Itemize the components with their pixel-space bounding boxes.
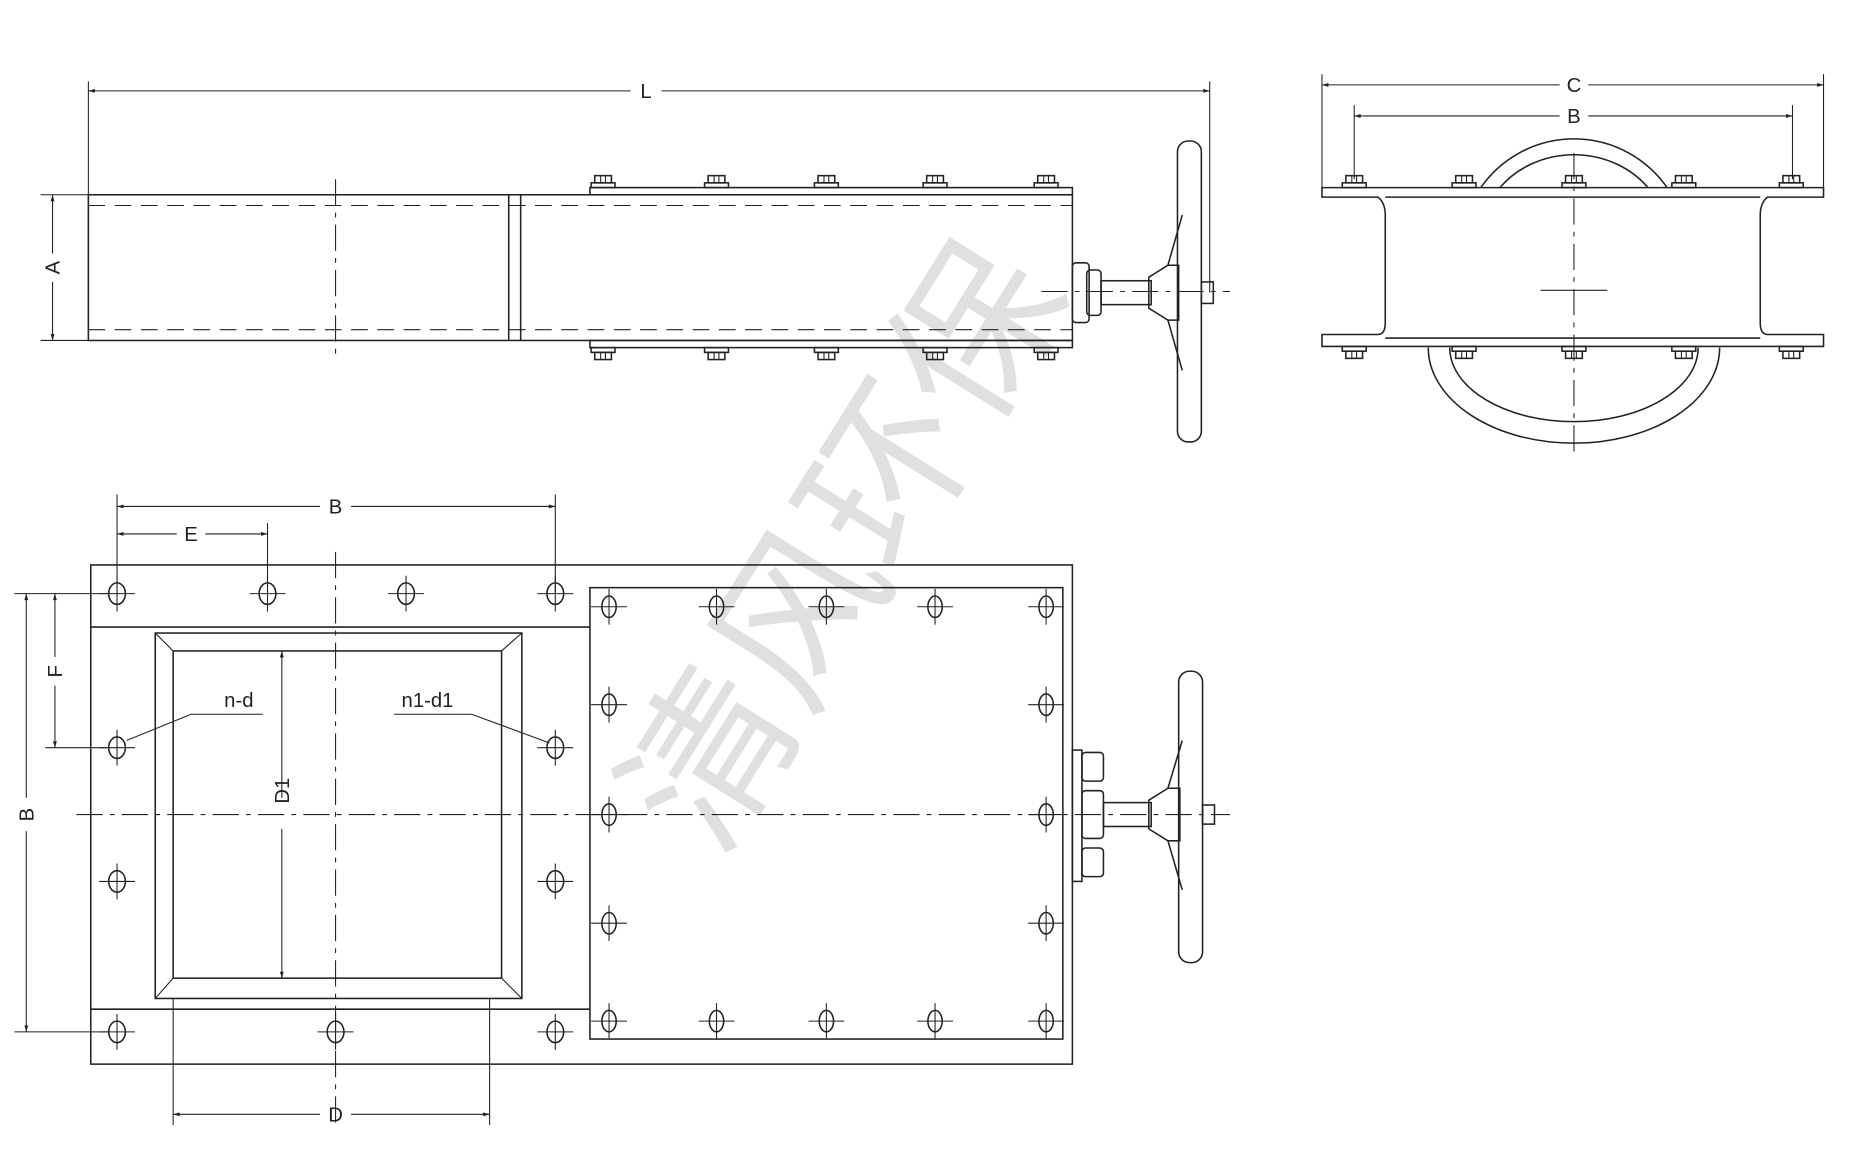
plan-view: B E B F D1 D n-d n1-d1 [14, 494, 1231, 1129]
hex-bolt [1671, 345, 1697, 360]
flange-hole [99, 863, 135, 900]
bonnet-bolt-hole [1028, 796, 1065, 833]
wheel-hub [1148, 264, 1180, 321]
hex-bolt [590, 174, 616, 189]
dim-label-c: C [1567, 75, 1582, 97]
bonnet-bolt-hole [591, 686, 627, 723]
stem-end [1200, 281, 1215, 305]
hex-bolt [1778, 345, 1805, 360]
dim-label-a: A [43, 260, 65, 274]
handwheel-upper-arc [1480, 138, 1668, 189]
bonnet-bolt-hole [1028, 905, 1065, 942]
dim-label-e: E [184, 524, 198, 546]
flange-opening [154, 632, 523, 1000]
hex-bolt [1341, 174, 1367, 189]
watermark: 清风环保 [586, 211, 1105, 881]
valve-stem [1102, 801, 1152, 828]
hex-bolt [1451, 345, 1477, 360]
handwheel-inner-arc [1448, 347, 1699, 423]
gland-nut [1081, 847, 1105, 878]
bonnet-bolt-hole [1028, 686, 1065, 723]
dim-label-d: D [328, 1104, 343, 1126]
flange-hole [537, 863, 574, 900]
bonnet-bolt-hole [698, 1003, 735, 1040]
wheel-spoke [1167, 740, 1183, 890]
bonnet-bolt-hole [591, 1003, 627, 1040]
hex-bolt [1778, 174, 1805, 189]
bonnet-bolt-hole [808, 588, 845, 625]
bonnet-bolt-hole [917, 1003, 953, 1040]
flange-hole [537, 729, 574, 766]
side-view: L A [40, 81, 1231, 443]
flange-hole [537, 1013, 574, 1050]
hex-bolt [1671, 174, 1697, 189]
hex-bolt [813, 174, 840, 189]
dim-label-b: B [329, 497, 343, 519]
dim-label-f: F [45, 665, 67, 677]
flange-hole [388, 575, 424, 612]
dim-label-b: B [1567, 106, 1581, 128]
handwheel [1177, 670, 1204, 964]
dim-label-d1: D1 [272, 778, 294, 804]
bonnet-bolt-hole [808, 1003, 845, 1040]
bonnet-bolt-hole [917, 588, 953, 625]
bonnet-bolt-hole [698, 588, 735, 625]
hex-bolt [590, 346, 616, 361]
hex-bolt [1451, 174, 1477, 189]
callout-n-d: n-d [224, 690, 253, 712]
bevel-line [154, 632, 523, 999]
hex-bolt [1341, 345, 1367, 360]
flange-hole [99, 575, 135, 612]
flange-hole [99, 729, 135, 766]
leader-line-n-d [126, 713, 263, 742]
flange-hole [537, 575, 574, 612]
gland-nut [1081, 751, 1105, 782]
dim-label-b-vertical: B [16, 808, 38, 822]
valve-stem [1100, 279, 1152, 306]
top-bonnet-strip [589, 186, 1074, 196]
hex-bolt [922, 346, 948, 361]
leader-line-n1-d1 [394, 713, 550, 744]
flange-hole [317, 1013, 354, 1050]
hex-bolt [703, 346, 730, 361]
hex-bolt [1033, 346, 1059, 361]
end-body-flange [1321, 186, 1825, 348]
hex-bolt [703, 174, 730, 189]
bonnet-gland [1071, 749, 1083, 883]
flange-hole [249, 575, 286, 612]
bonnet-bolt-hole [591, 588, 627, 625]
hex-bolt [922, 174, 948, 189]
stem-end [1201, 804, 1216, 825]
bonnet-bolt-hole [591, 796, 627, 833]
flange-hole [99, 1013, 135, 1050]
bonnet-bolt-hole [591, 905, 627, 942]
callout-n1-d1: n1-d1 [402, 690, 454, 712]
bonnet-bolt-hole [1028, 588, 1065, 625]
hex-bolt [813, 346, 840, 361]
bonnet-nut [1071, 262, 1090, 324]
hex-bolt [1033, 174, 1059, 189]
dim-label-l: L [640, 81, 651, 103]
wheel-spoke [1167, 214, 1183, 371]
bonnet-bolt-hole [1028, 1003, 1065, 1040]
end-view: C B [1321, 74, 1825, 457]
